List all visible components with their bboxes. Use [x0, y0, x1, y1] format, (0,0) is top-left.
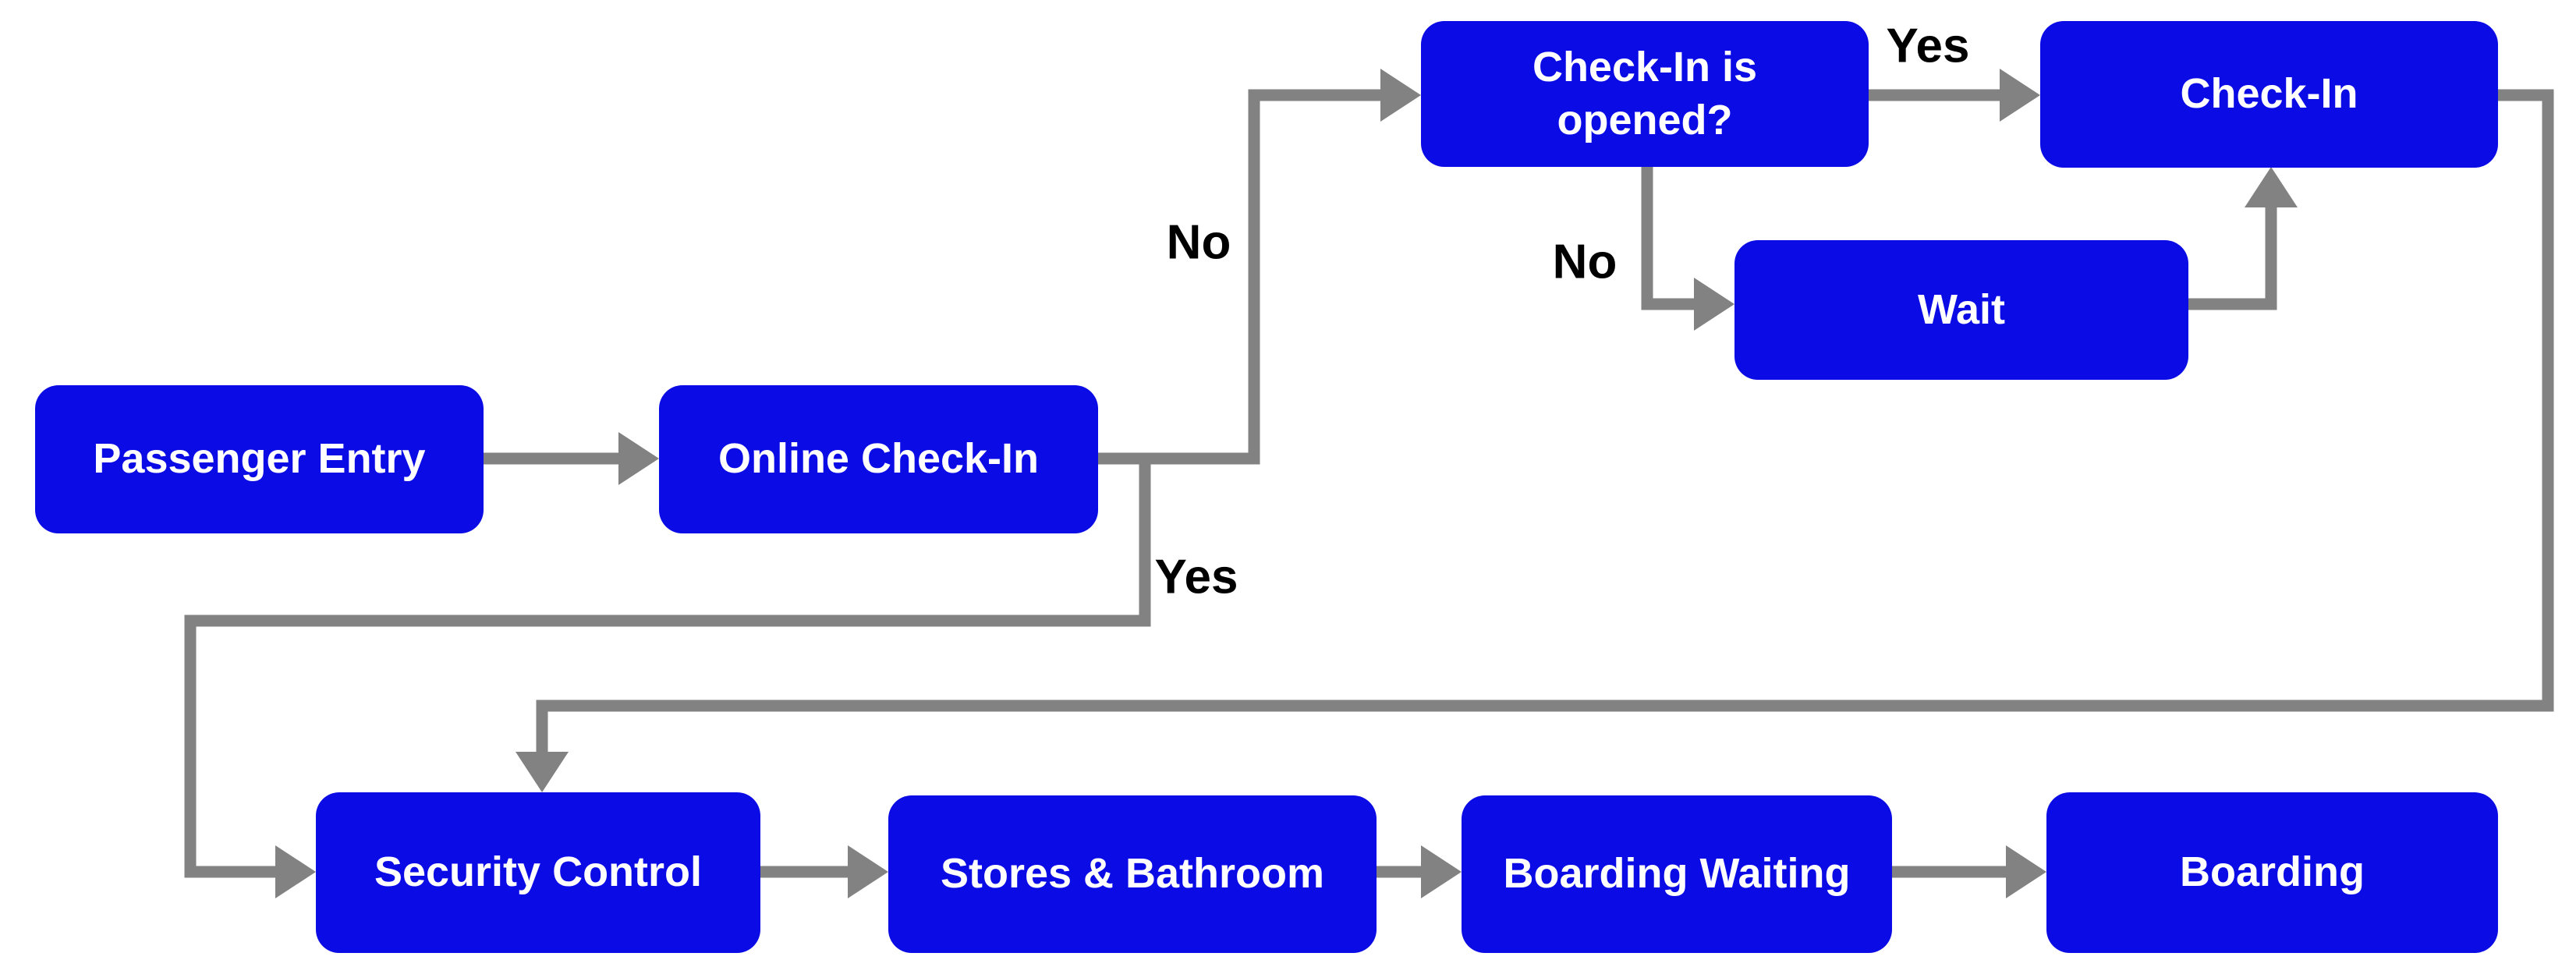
node-boarding-waiting: Boarding Waiting: [1462, 795, 1892, 953]
edge-passenger-entry-to-online-check-in: [484, 432, 659, 485]
edge-label-yes-opened-to-checkin: Yes: [1886, 19, 1970, 73]
node-online-check-in: Online Check-In: [659, 385, 1098, 533]
edge-check-in-opened-to-check-in: [1869, 69, 2040, 122]
node-boarding: Boarding: [2046, 792, 2498, 953]
edge-stores-bathroom-to-boarding-waiting: [1377, 845, 1462, 898]
edge-label-yes-online-to-security: Yes: [1154, 550, 1238, 604]
node-online-check-in-label: Online Check-In: [718, 435, 1040, 483]
node-security-control: Security Control: [316, 792, 760, 953]
node-passenger-entry: Passenger Entry: [35, 385, 484, 533]
edge-wait-to-check-in: [2188, 167, 2298, 310]
edge-check-in-opened-to-wait: [1641, 166, 1734, 331]
node-check-in-label: Check-In: [2180, 70, 2358, 118]
node-wait-label: Wait: [1918, 285, 2005, 333]
edge-online-check-in-to-check-in-opened: [1098, 69, 1421, 465]
node-passenger-entry-label: Passenger Entry: [93, 435, 426, 483]
node-check-in-opened: Check-In is opened?: [1421, 21, 1869, 167]
edge-security-control-to-stores-bathroom: [760, 845, 888, 898]
edge-label-no-online-to-opened: No: [1166, 215, 1231, 270]
node-check-in-opened-label: Check-In is opened?: [1532, 44, 1758, 143]
node-stores-bathroom: Stores & Bathroom: [888, 795, 1377, 953]
edge-online-check-in-to-security-control: [184, 453, 1151, 898]
node-boarding-waiting-label: Boarding Waiting: [1503, 850, 1851, 898]
node-check-in: Check-In: [2040, 21, 2498, 168]
node-stores-bathroom-label: Stores & Bathroom: [940, 850, 1325, 898]
node-boarding-label: Boarding: [2180, 848, 2365, 896]
edge-label-no-opened-to-wait: No: [1552, 235, 1618, 289]
node-wait: Wait: [1734, 240, 2188, 380]
edge-boarding-waiting-to-boarding: [1892, 845, 2046, 898]
node-security-control-label: Security Control: [374, 848, 703, 896]
edge-check-in-to-security-control: [516, 89, 2554, 792]
